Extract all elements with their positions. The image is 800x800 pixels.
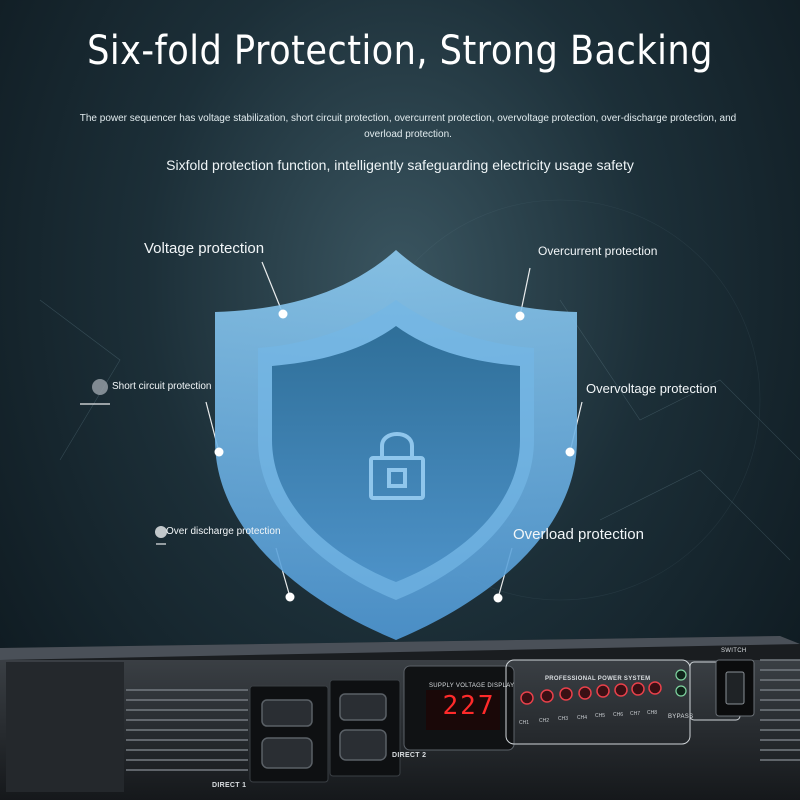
panel-title: PROFESSIONAL POWER SYSTEM xyxy=(545,676,651,682)
channel-label: CH7 xyxy=(630,711,641,717)
direct2-label: DIRECT 2 xyxy=(392,752,427,759)
channel-label: CH8 xyxy=(647,710,658,716)
power-sequencer-device xyxy=(0,636,800,800)
label-overload-protection: Overload protection xyxy=(513,526,644,543)
channel-label: CH2 xyxy=(539,718,550,724)
switch-label: SWITCH xyxy=(721,648,747,654)
shield-icon xyxy=(215,250,577,640)
label-short-circuit-protection: Short circuit protection xyxy=(112,381,212,392)
direct1-label: DIRECT 1 xyxy=(212,782,247,789)
channel-label: CH1 xyxy=(519,720,530,726)
voltage-readout: 227 xyxy=(442,691,496,721)
page-subtitle: Sixfold protection function, intelligent… xyxy=(166,157,634,173)
channel-label: CH4 xyxy=(577,715,588,721)
lock-icon xyxy=(369,432,425,500)
channel-indicators xyxy=(520,669,687,705)
label-overcurrent-protection: Overcurrent protection xyxy=(538,244,658,258)
label-overvoltage-protection: Overvoltage protection xyxy=(586,381,717,396)
bypass-label: BYPASS xyxy=(668,714,694,720)
page-description: The power sequencer has voltage stabiliz… xyxy=(79,113,737,140)
channel-label: CH3 xyxy=(558,716,569,722)
display-label: SUPPLY VOLTAGE DISPLAY xyxy=(429,683,515,689)
label-over-discharge-protection: Over discharge protection xyxy=(166,526,281,537)
label-voltage-protection: Voltage protection xyxy=(144,240,265,257)
page-title: Six-fold Protection, Strong Backing xyxy=(87,28,713,74)
channel-label: CH5 xyxy=(595,713,606,719)
channel-label: CH6 xyxy=(613,712,624,718)
